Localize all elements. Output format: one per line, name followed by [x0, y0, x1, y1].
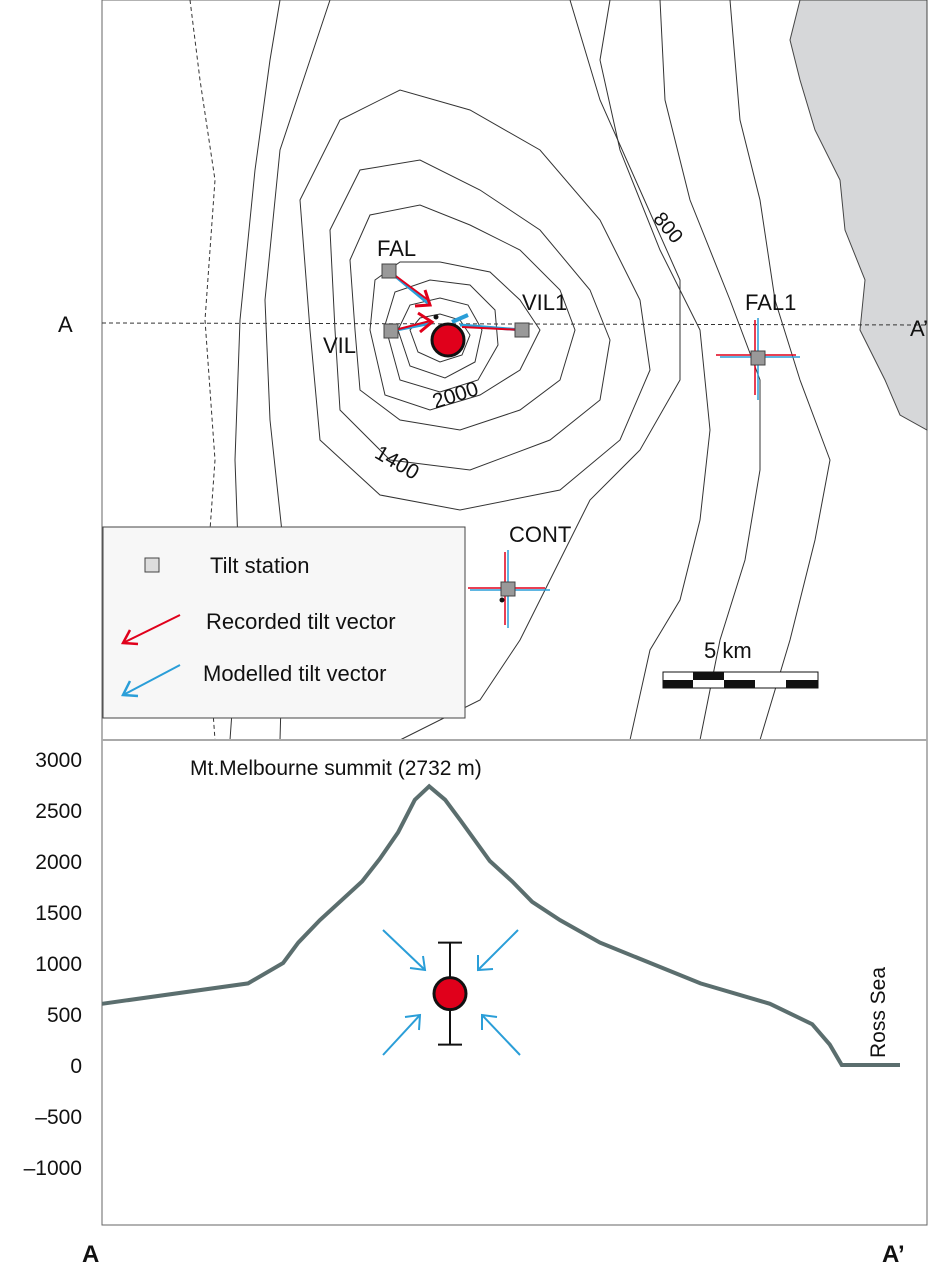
topographic-profile-line — [101, 783, 900, 1067]
source-depth-marker — [432, 941, 468, 1046]
sea-label: Ross Sea — [867, 967, 890, 1058]
y-tick-label: –1000 — [24, 1157, 82, 1180]
legend: Tilt station Recorded tilt vector Modell… — [102, 526, 466, 719]
legend-modelled: Modelled tilt vector — [203, 661, 386, 686]
station-vil1[interactable]: VIL1 — [514, 290, 567, 338]
sea-area — [789, 0, 928, 431]
scale-bar-label: 5 km — [704, 638, 752, 663]
station-fal1[interactable]: FAL1 — [716, 290, 800, 400]
profile-end-label: A’ — [882, 1241, 905, 1268]
station-label: FAL — [377, 236, 416, 261]
y-tick-label: 2000 — [35, 851, 82, 874]
y-tick-label: 3000 — [35, 749, 82, 772]
y-tick-label: 0 — [70, 1055, 82, 1078]
profile-panel: 3000 2500 2000 1500 1000 500 0 –500 –1000 Mt.Mel… — [24, 739, 928, 1268]
legend-station: Tilt station — [210, 553, 309, 578]
station-vil[interactable]: VIL — [323, 323, 399, 358]
station-label: FAL1 — [745, 290, 796, 315]
y-tick-label: 500 — [47, 1004, 82, 1027]
station-label: VIL — [323, 333, 356, 358]
station-cont[interactable]: CONT — [468, 522, 571, 628]
profile-start-label: A — [82, 1241, 99, 1268]
section-start-label: A — [58, 312, 73, 337]
station-label: VIL1 — [522, 290, 567, 315]
section-end-label: A’ — [910, 316, 928, 341]
scale-bar: 5 km — [662, 638, 819, 689]
map-panel: A A’ 800 2000 1400 FAL VIL — [58, 0, 928, 741]
source-point — [432, 976, 468, 1012]
station-fal[interactable]: FAL — [377, 236, 416, 279]
profile-frame — [101, 739, 928, 1226]
legend-recorded: Recorded tilt vector — [206, 609, 396, 634]
y-tick-label: –500 — [35, 1106, 82, 1129]
source-marker — [430, 322, 466, 358]
y-tick-label: 2500 — [35, 800, 82, 823]
summit-label: Mt.Melbourne summit (2732 m) — [190, 757, 482, 780]
y-axis-ticks: 3000 2500 2000 1500 1000 500 0 –500 –1000 — [24, 749, 82, 1180]
y-tick-label: 1000 — [35, 953, 82, 976]
modelled-convergence-arrows — [382, 929, 521, 1056]
tilt-vectors — [388, 269, 523, 334]
station-label: CONT — [509, 522, 571, 547]
section-line — [101, 322, 928, 326]
y-tick-label: 1500 — [35, 902, 82, 925]
